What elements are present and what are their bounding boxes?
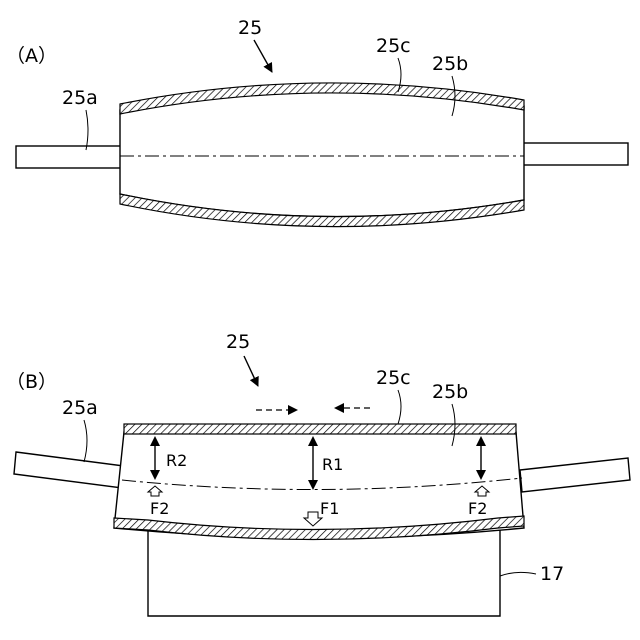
panel-label-a: （A） [6, 45, 57, 67]
shaft-leader-b [84, 420, 87, 462]
shaft-ref-b: 25a [62, 397, 98, 419]
inward-arrow-left-head [288, 405, 298, 415]
roller-arrow-a [254, 40, 272, 72]
roller-arrow-b [244, 356, 258, 386]
f1-label: F1 [320, 499, 339, 518]
figure-a: （A） 25 25a 25c 25b [6, 17, 628, 227]
right-shaft-b [520, 458, 630, 492]
surface-ref-a: 25c [376, 35, 411, 57]
top-surface-layer-b [124, 424, 516, 434]
roller-body-a [120, 89, 524, 217]
left-shaft-b [14, 452, 124, 488]
left-shaft-a [16, 146, 122, 168]
sheet-leader [500, 572, 536, 576]
body-ref-a: 25b [432, 53, 468, 75]
figure-b: （B） R2 R1 F2 F1 [6, 331, 630, 616]
shaft-ref-a: 25a [62, 87, 98, 109]
roller-ref-a: 25 [238, 17, 262, 39]
r1-label: R1 [322, 455, 343, 474]
f2-right-label: F2 [468, 499, 487, 518]
sheet-ref: 17 [540, 563, 564, 585]
surface-leader-b [398, 390, 401, 424]
r2-label: R2 [166, 451, 187, 470]
shaft-leader-a [86, 110, 88, 150]
panel-label-b: （B） [6, 371, 57, 393]
roller-ref-b: 25 [226, 331, 250, 353]
body-ref-b: 25b [432, 381, 468, 403]
f2-left-label: F2 [150, 499, 169, 518]
right-shaft-a [522, 143, 628, 165]
surface-ref-b: 25c [376, 367, 411, 389]
inward-arrow-right-head [334, 403, 344, 413]
